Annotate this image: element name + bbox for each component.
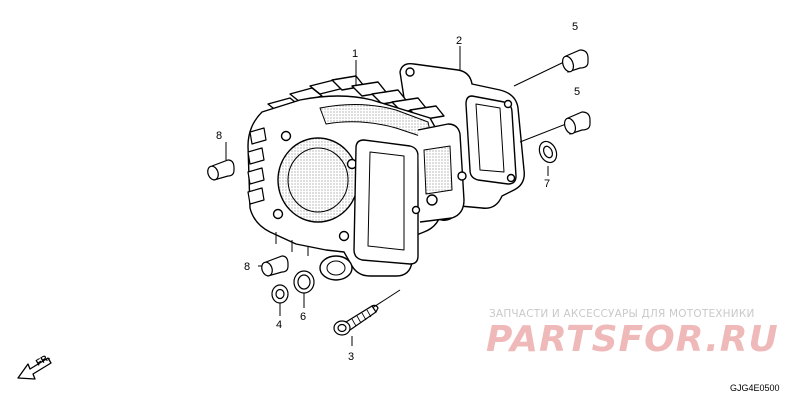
callout-1: 1 <box>352 48 358 60</box>
callout-5-lower: 5 <box>574 86 580 98</box>
washer-4 <box>271 284 289 304</box>
dowel-pin-5-upper <box>561 49 589 73</box>
callout-5-upper: 5 <box>572 21 578 33</box>
dowel-pin-5-lower <box>563 111 591 135</box>
callout-2: 2 <box>456 35 462 47</box>
dowel-pin-8-lower <box>261 255 289 277</box>
front-direction-indicator: FR. <box>17 352 52 380</box>
o-ring-7 <box>538 140 558 164</box>
watermark-slogan: ЗАПЧАСТИ И АКСЕССУАРЫ ДЛЯ МОТОТЕХНИКИ <box>489 308 755 320</box>
bolt-3 <box>333 304 379 336</box>
o-ring-6 <box>293 270 315 294</box>
callout-8-lower: 8 <box>244 261 250 273</box>
callout-3: 3 <box>348 351 354 363</box>
callout-8-upper: 8 <box>216 130 222 142</box>
dowel-pin-8-upper <box>207 159 235 181</box>
watermark-brand: PARTSFOR.RU <box>486 319 779 360</box>
front-arrow-icon <box>17 357 52 380</box>
front-direction-label: FR. <box>34 352 52 368</box>
callout-4: 4 <box>276 319 282 331</box>
watermark: ЗАПЧАСТИ И АКСЕССУАРЫ ДЛЯ МОТОТЕХНИКИ PA… <box>486 308 779 360</box>
callout-labels: 1 2 3 4 5 5 6 7 8 8 <box>216 21 580 363</box>
cylinder-body <box>247 75 467 281</box>
diagram-code: GJG4E0500 <box>730 383 780 393</box>
callout-7: 7 <box>544 178 550 190</box>
callout-6: 6 <box>300 311 306 323</box>
